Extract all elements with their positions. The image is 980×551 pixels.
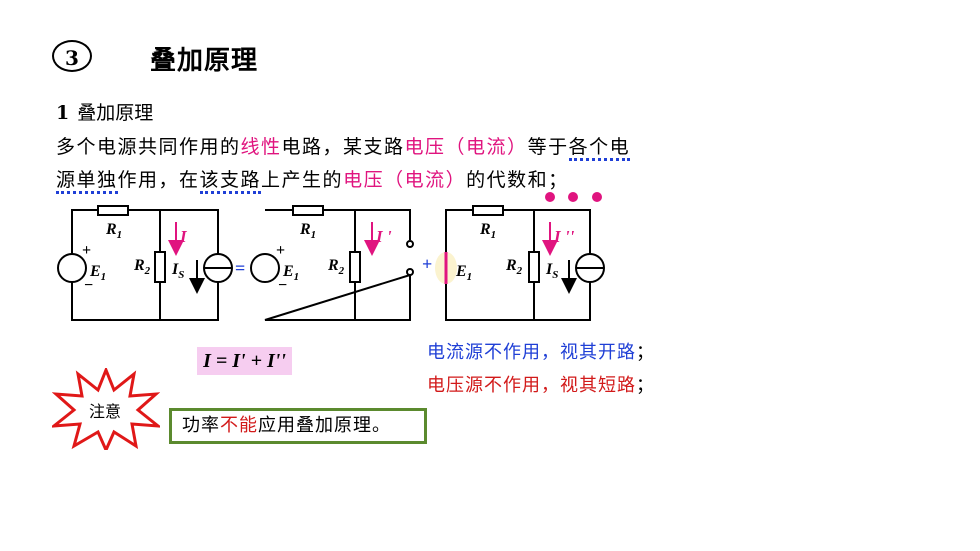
label-current-i: I: [179, 227, 188, 246]
note-current-source-text: 电流源不作用，视其开路: [427, 342, 636, 363]
emphasis-alone: 源单独: [56, 169, 118, 194]
page-title: 叠加原理: [150, 46, 259, 76]
label-current-i-double-prime: I '': [553, 227, 575, 246]
circuit-diagram: R1 R2 E1 + − I IS = R1 R2 E1 + − I ' + R…: [57, 205, 605, 321]
equals-sign: =: [235, 258, 245, 278]
plus-sign: +: [422, 254, 432, 274]
label-is-c3: IS: [545, 261, 558, 281]
separator: ；: [636, 342, 655, 363]
label-r2-c2: R2: [327, 257, 345, 277]
warning-label: 注意: [89, 402, 122, 421]
polarity-minus-c2: −: [278, 277, 287, 294]
text-segment: 电路，某支路: [281, 136, 405, 158]
superposition-formula: I = I' + I'': [197, 347, 292, 375]
text-segment: 等于: [527, 136, 569, 158]
note-current-source: 电流源不作用，视其开路；: [427, 338, 655, 364]
circuit-voltage-only: [250, 205, 414, 321]
label-r2-c3: R2: [505, 257, 523, 277]
label-e1-c2: E1: [282, 263, 299, 283]
emphasis-branch: 该支路: [199, 169, 262, 194]
polarity-plus-c1: +: [82, 242, 91, 259]
text-segment: 作用，在: [117, 169, 200, 191]
separator: ；: [636, 375, 655, 396]
note-voltage-source-text: 电压源不作用，视其短路: [427, 375, 636, 396]
polarity-plus-c2: +: [276, 242, 285, 259]
text-segment: 的代数和；: [466, 169, 569, 191]
polarity-minus-c1: −: [84, 277, 93, 294]
power-note-box: 功率不能应用叠加原理。: [169, 408, 427, 444]
note-voltage-source: 电压源不作用，视其短路；: [427, 371, 655, 397]
warning-burst-icon: [52, 368, 160, 450]
subheading-text: 叠加原理: [77, 102, 154, 124]
section-number: 3: [52, 40, 92, 72]
text-segment: 应用叠加原理。: [258, 415, 391, 436]
paragraph-line-2: 源单独作用，在该支路上产生的电压（电流）的代数和；: [56, 165, 569, 194]
highlight-cannot: 不能: [220, 415, 258, 436]
paragraph-line-1: 多个电源共同作用的线性电路，某支路电压（电流）等于各个电: [56, 132, 631, 161]
subheading: 1 叠加原理: [56, 98, 153, 125]
highlight-linear: 线性: [240, 136, 282, 158]
label-r1-c3: R1: [479, 221, 496, 241]
circuit-current-only: [435, 205, 605, 321]
label-is-c1: IS: [171, 261, 184, 281]
label-current-i-prime: I ': [375, 227, 392, 246]
label-e1-c1: E1: [89, 263, 106, 283]
subheading-number: 1: [56, 102, 70, 124]
text-segment: 上产生的: [261, 169, 344, 191]
label-e1-c3: E1: [455, 263, 472, 283]
highlight-voltage-current: 电压（电流）: [343, 169, 467, 191]
label-r1-c1: R1: [105, 221, 122, 241]
label-r1-c2: R1: [299, 221, 316, 241]
highlight-voltage-current: 电压（电流）: [404, 136, 528, 158]
emphasis-dots: [545, 192, 602, 202]
text-segment: 功率: [182, 415, 220, 436]
text-segment: 多个电源共同作用的: [56, 136, 241, 158]
circuit-full: [57, 205, 233, 321]
label-r2-c1: R2: [133, 257, 151, 277]
emphasis-each: 各个电: [568, 136, 631, 161]
